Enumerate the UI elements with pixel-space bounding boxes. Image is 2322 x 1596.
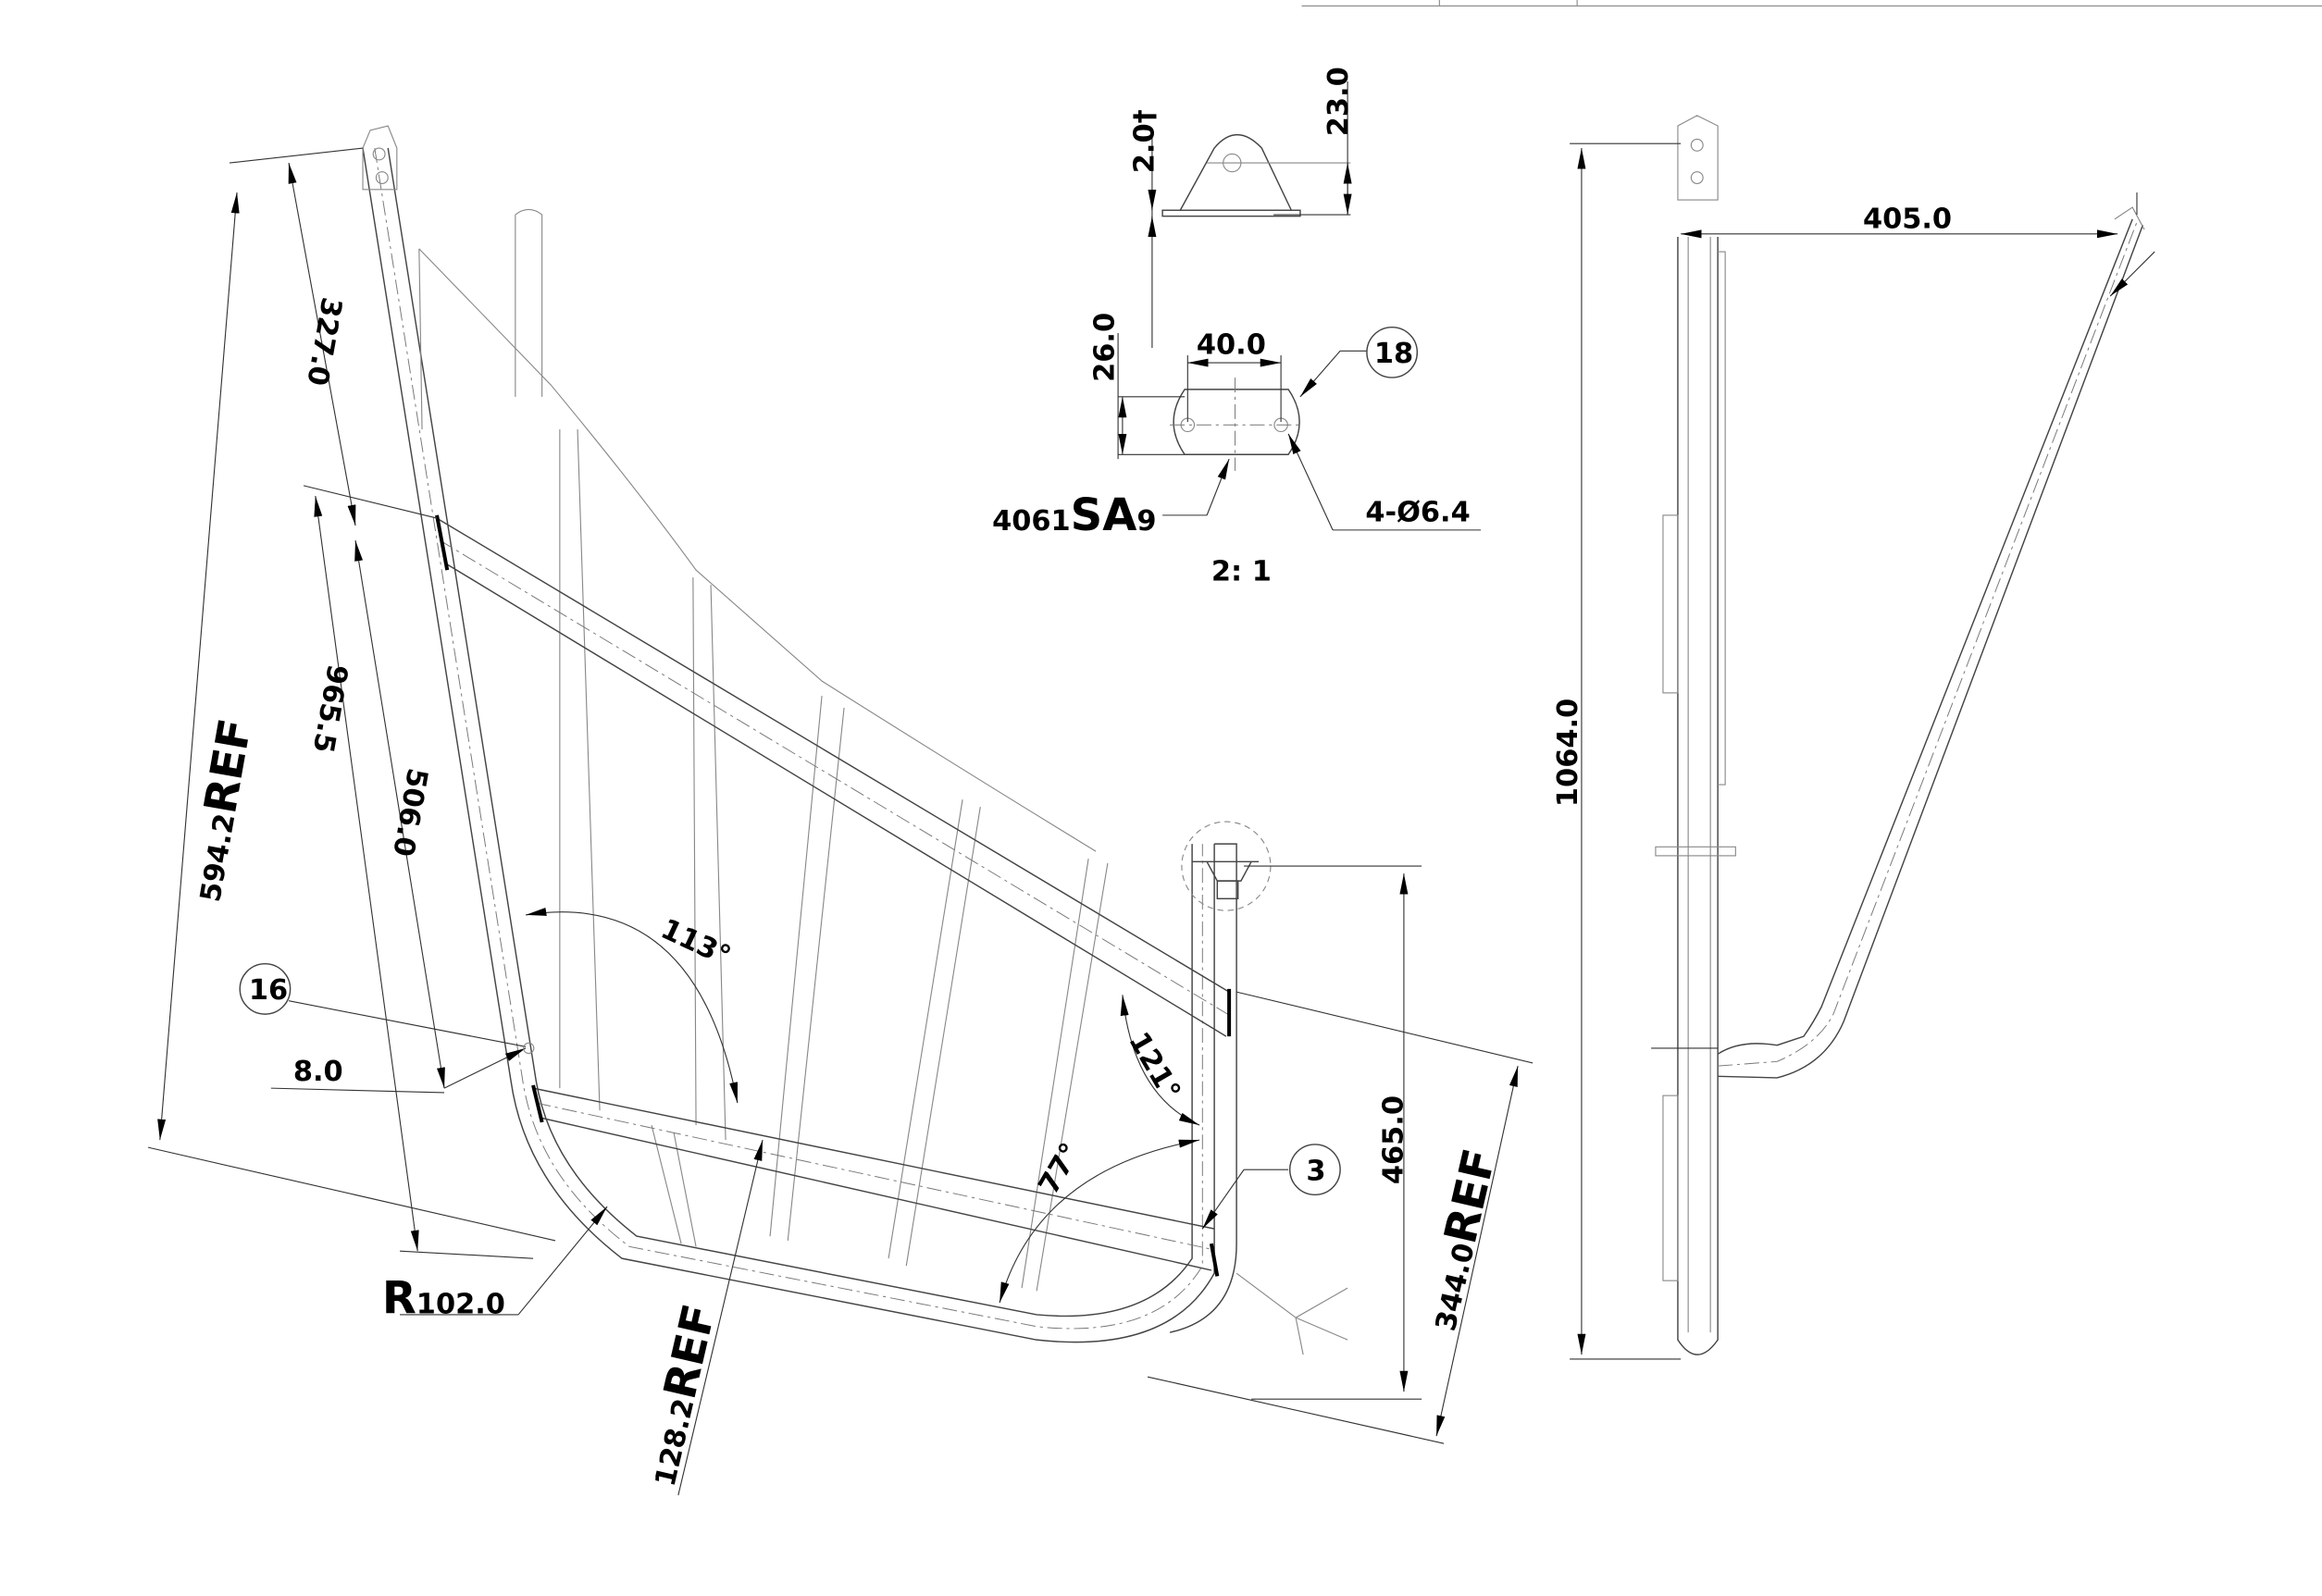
angle-113: 113° [656, 913, 736, 973]
title-block-edge [1301, 0, 2322, 6]
angle-121: 121° [1122, 1027, 1186, 1107]
detail-scale: 2: 1 [1211, 555, 1272, 588]
hole-callout: 4-Ø6.4 [1365, 496, 1470, 528]
dim-bracket-height: 23.0 [1322, 67, 1355, 136]
dim-327: 327.0 [300, 295, 347, 389]
balloon-18-circle [1366, 326, 1419, 378]
dim-965: 965.5 [306, 662, 354, 755]
part-number: 4061SA9 [992, 489, 1156, 541]
dim-hole-spacing: 40.0 [1197, 328, 1266, 361]
balloon-3: 3 [1306, 1155, 1325, 1187]
angle-77: 77° [1033, 1138, 1087, 1200]
dim-side-height: 1064.0 [1552, 699, 1584, 807]
side-view: 1064.0 405.0 [1552, 115, 2155, 1360]
balloon-18: 18 [1374, 338, 1413, 370]
main-dimensions [147, 147, 1534, 1496]
bracket-top-view: 26.0 40.0 18 4061SA9 4-Ø6.4 2: 1 [992, 313, 1482, 588]
dim-bracket-thickness: 2.0† [1128, 109, 1161, 173]
dim-bracket-width: 26.0 [1088, 313, 1121, 382]
dim-128-ref: 128.2REF [634, 1300, 726, 1491]
dim-506: 506.0 [386, 766, 433, 860]
bracket-side-view: 2.0† 23.0 [1128, 67, 1355, 349]
slats [559, 429, 1109, 1292]
dim-465: 465.0 [1377, 1095, 1409, 1184]
balloon-3-circle [1288, 1144, 1341, 1196]
dim-344-ref: 344.0REF [1414, 1144, 1506, 1335]
balloon-16-circle [239, 962, 292, 1015]
balloon-16: 16 [249, 974, 288, 1007]
dim-side-width: 405.0 [1863, 203, 1952, 235]
dim-594-ref: 594.2REF [179, 715, 262, 905]
radius-102: R102.0 [382, 1272, 505, 1324]
gate-frame [362, 125, 1348, 1355]
dim-8: 8.0 [293, 1056, 343, 1088]
